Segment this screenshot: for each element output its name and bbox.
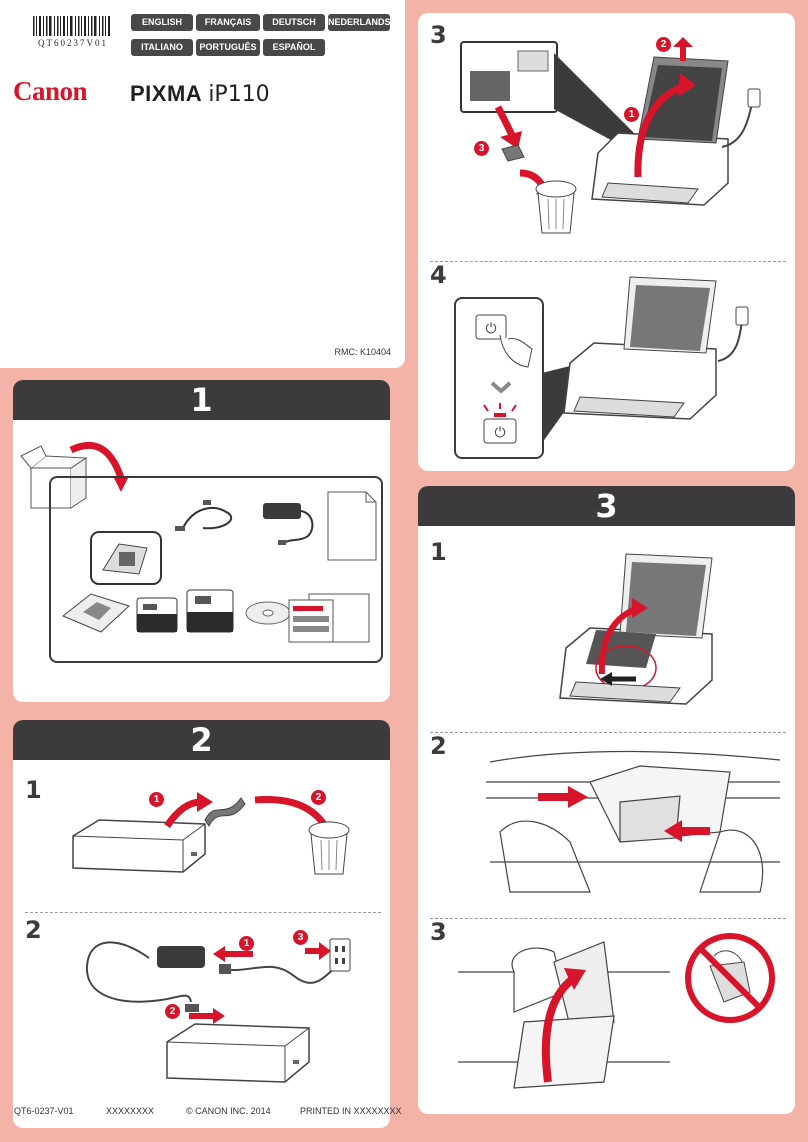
section-3-header: 3 (418, 486, 795, 526)
product-model: iP110 (208, 82, 270, 107)
section-2-panel: 2 1 1 2 2 (13, 720, 390, 1128)
wall-outlet-icon (329, 938, 351, 972)
section-3-step-3: 3 (430, 918, 447, 946)
product-prefix: PIXMA (130, 81, 203, 106)
barcode-text: QT60237V01 (38, 38, 108, 48)
section-3-step-1: 1 (430, 538, 447, 566)
prohibited-icon (685, 933, 775, 1023)
printer-closed (166, 1023, 310, 1083)
barcode (33, 16, 110, 36)
squeeze-arrow-left (538, 786, 588, 808)
printer-paper-support-open (591, 56, 729, 206)
section-1-panel: 1 (13, 380, 390, 702)
print-head (90, 531, 162, 585)
product-name: PIXMA iP110 (130, 81, 270, 107)
document-sheet-icon (327, 491, 377, 561)
section-3-step-2: 2 (430, 732, 447, 760)
lang-francais[interactable]: FRANÇAIS (196, 14, 260, 31)
lang-nederlands[interactable]: NEDERLANDS (328, 14, 391, 31)
remove-tape-arrow (164, 792, 213, 828)
footer-printed: PRINTED IN XXXXXXXX (300, 1106, 402, 1116)
footer-code: QT6-0237-V01 (14, 1106, 74, 1116)
power-adapter (263, 503, 314, 545)
power-button-press: ⏻ (475, 314, 533, 368)
print-head-holder-closeup (486, 750, 781, 893)
setup-cd-icon (245, 601, 291, 625)
printer-closed (72, 819, 206, 873)
svg-text:⏻: ⏻ (494, 425, 505, 441)
brand-logo: Canon (13, 76, 88, 106)
manuals-icon (288, 593, 370, 643)
divider (430, 261, 786, 262)
connect-arrow-1 (213, 946, 253, 962)
open-cover-arrow (598, 598, 648, 675)
connect-arrow-3 (305, 942, 331, 960)
divider (430, 918, 786, 919)
printer-paper-support-open (563, 276, 717, 420)
lang-italiano[interactable]: ITALIANO (131, 39, 193, 56)
lift-lock-lever-closeup (458, 941, 670, 1089)
pull-up-arrow (673, 37, 693, 61)
squeeze-arrow-right (664, 820, 710, 842)
adapter-cable-illustration (85, 941, 342, 1012)
callout-badge: 3 (293, 930, 308, 945)
lang-portugues[interactable]: PORTUGUÊS (196, 39, 260, 56)
callout-badge: 1 (149, 792, 164, 807)
svg-text:⏻: ⏻ (485, 321, 496, 337)
section-2-header: 2 (13, 720, 390, 760)
footer-placeholder: XXXXXXXX (106, 1106, 155, 1116)
setup-steps-panel: 3 1 2 3 4 (418, 13, 795, 471)
power-cord (717, 306, 749, 362)
tape-detail-inset (460, 41, 558, 113)
lang-espanol[interactable]: ESPAÑOL (263, 39, 325, 56)
divider (25, 912, 381, 913)
step-3-number: 3 (430, 21, 447, 49)
ink-cartridge-black (136, 597, 178, 633)
ink-cartridge-color (186, 589, 234, 633)
trash-can-icon (308, 821, 350, 875)
callout-badge: 2 (165, 1004, 180, 1019)
callout-badge: 1 (239, 936, 254, 951)
section-3-panel: 3 1 2 3 (418, 486, 795, 1114)
rmc-code: RMC: K10404 (334, 347, 391, 357)
lang-english[interactable]: ENGLISH (131, 14, 193, 31)
section-2-step-2: 2 (25, 916, 42, 944)
slide-arrow (600, 672, 636, 686)
tape-piece (501, 144, 525, 162)
open-support-arrow (634, 73, 696, 178)
box-illustration (20, 442, 129, 509)
print-head-package (62, 593, 130, 633)
lang-deutsch[interactable]: DEUTSCH (263, 14, 325, 31)
callout-badge: 1 (624, 107, 639, 122)
usb-cable (175, 500, 233, 531)
cover-panel: QT60237V01 ENGLISH FRANÇAIS DEUTSCH NEDE… (0, 0, 405, 368)
section-2-step-1: 1 (25, 776, 42, 804)
callout-badge: 2 (311, 790, 326, 805)
lift-lever-arrow (541, 968, 586, 1083)
footer-copyright: © CANON INC. 2014 (186, 1106, 271, 1116)
callout-badge: 2 (656, 37, 671, 52)
tape-strip (204, 797, 246, 827)
connect-arrow-2 (189, 1008, 225, 1024)
chevron-down-icon (490, 381, 512, 394)
section-1-header: 1 (13, 380, 390, 420)
contents-frame (49, 476, 383, 663)
remove-tape-arrow (494, 105, 522, 149)
trash-can-icon (535, 180, 577, 234)
callout-badge: 3 (474, 141, 489, 156)
divider (430, 732, 786, 733)
step-4-number: 4 (430, 261, 447, 289)
power-light-on: ⏻ (483, 403, 517, 444)
power-cord (721, 88, 761, 148)
